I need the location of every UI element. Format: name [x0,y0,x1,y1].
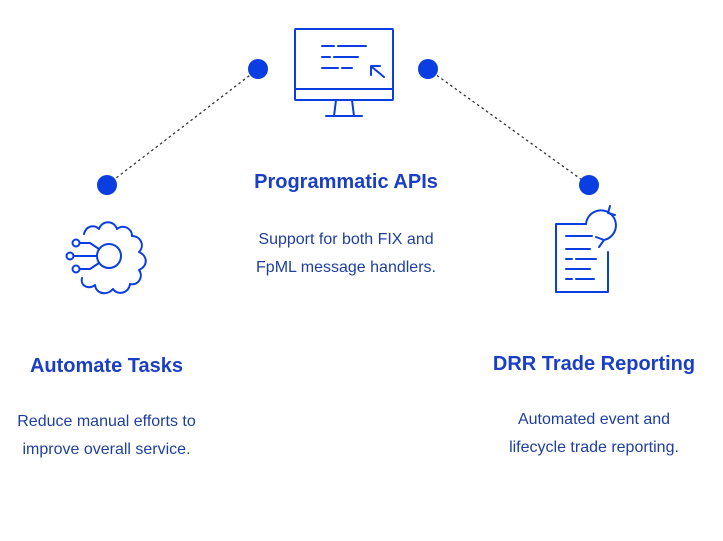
connector-left [106,68,259,186]
desc-line: lifecycle trade reporting. [509,439,679,456]
connector-dot [579,175,599,195]
monitor-code-icon [294,28,394,117]
feature-desc-drr-trade-reporting: Automated event and lifecycle trade repo… [474,406,714,462]
connector-dot [248,59,268,79]
connector-dot [418,59,438,79]
document-refresh-icon [555,205,617,293]
feature-title-programmatic-apis: Programmatic APIs [254,171,438,193]
connector-dot [97,175,117,195]
feature-desc-programmatic-apis: Support for both FIX and FpML message ha… [198,226,494,282]
desc-line: Support for both FIX and [258,231,434,248]
feature-title-automate-tasks: Automate Tasks [29,355,183,377]
desc-line: Reduce manual efforts to [17,413,196,430]
connector-right [427,68,590,186]
feature-desc-automate-tasks: Reduce manual efforts to improve overall… [0,408,213,464]
feature-title-drr-trade-reporting: DRR Trade Reporting [492,353,696,375]
desc-line: improve overall service. [22,441,191,458]
desc-line: Automated event and [517,411,671,428]
gear-circuit-icon [65,221,147,295]
desc-line: FpML message handlers. [256,259,436,276]
